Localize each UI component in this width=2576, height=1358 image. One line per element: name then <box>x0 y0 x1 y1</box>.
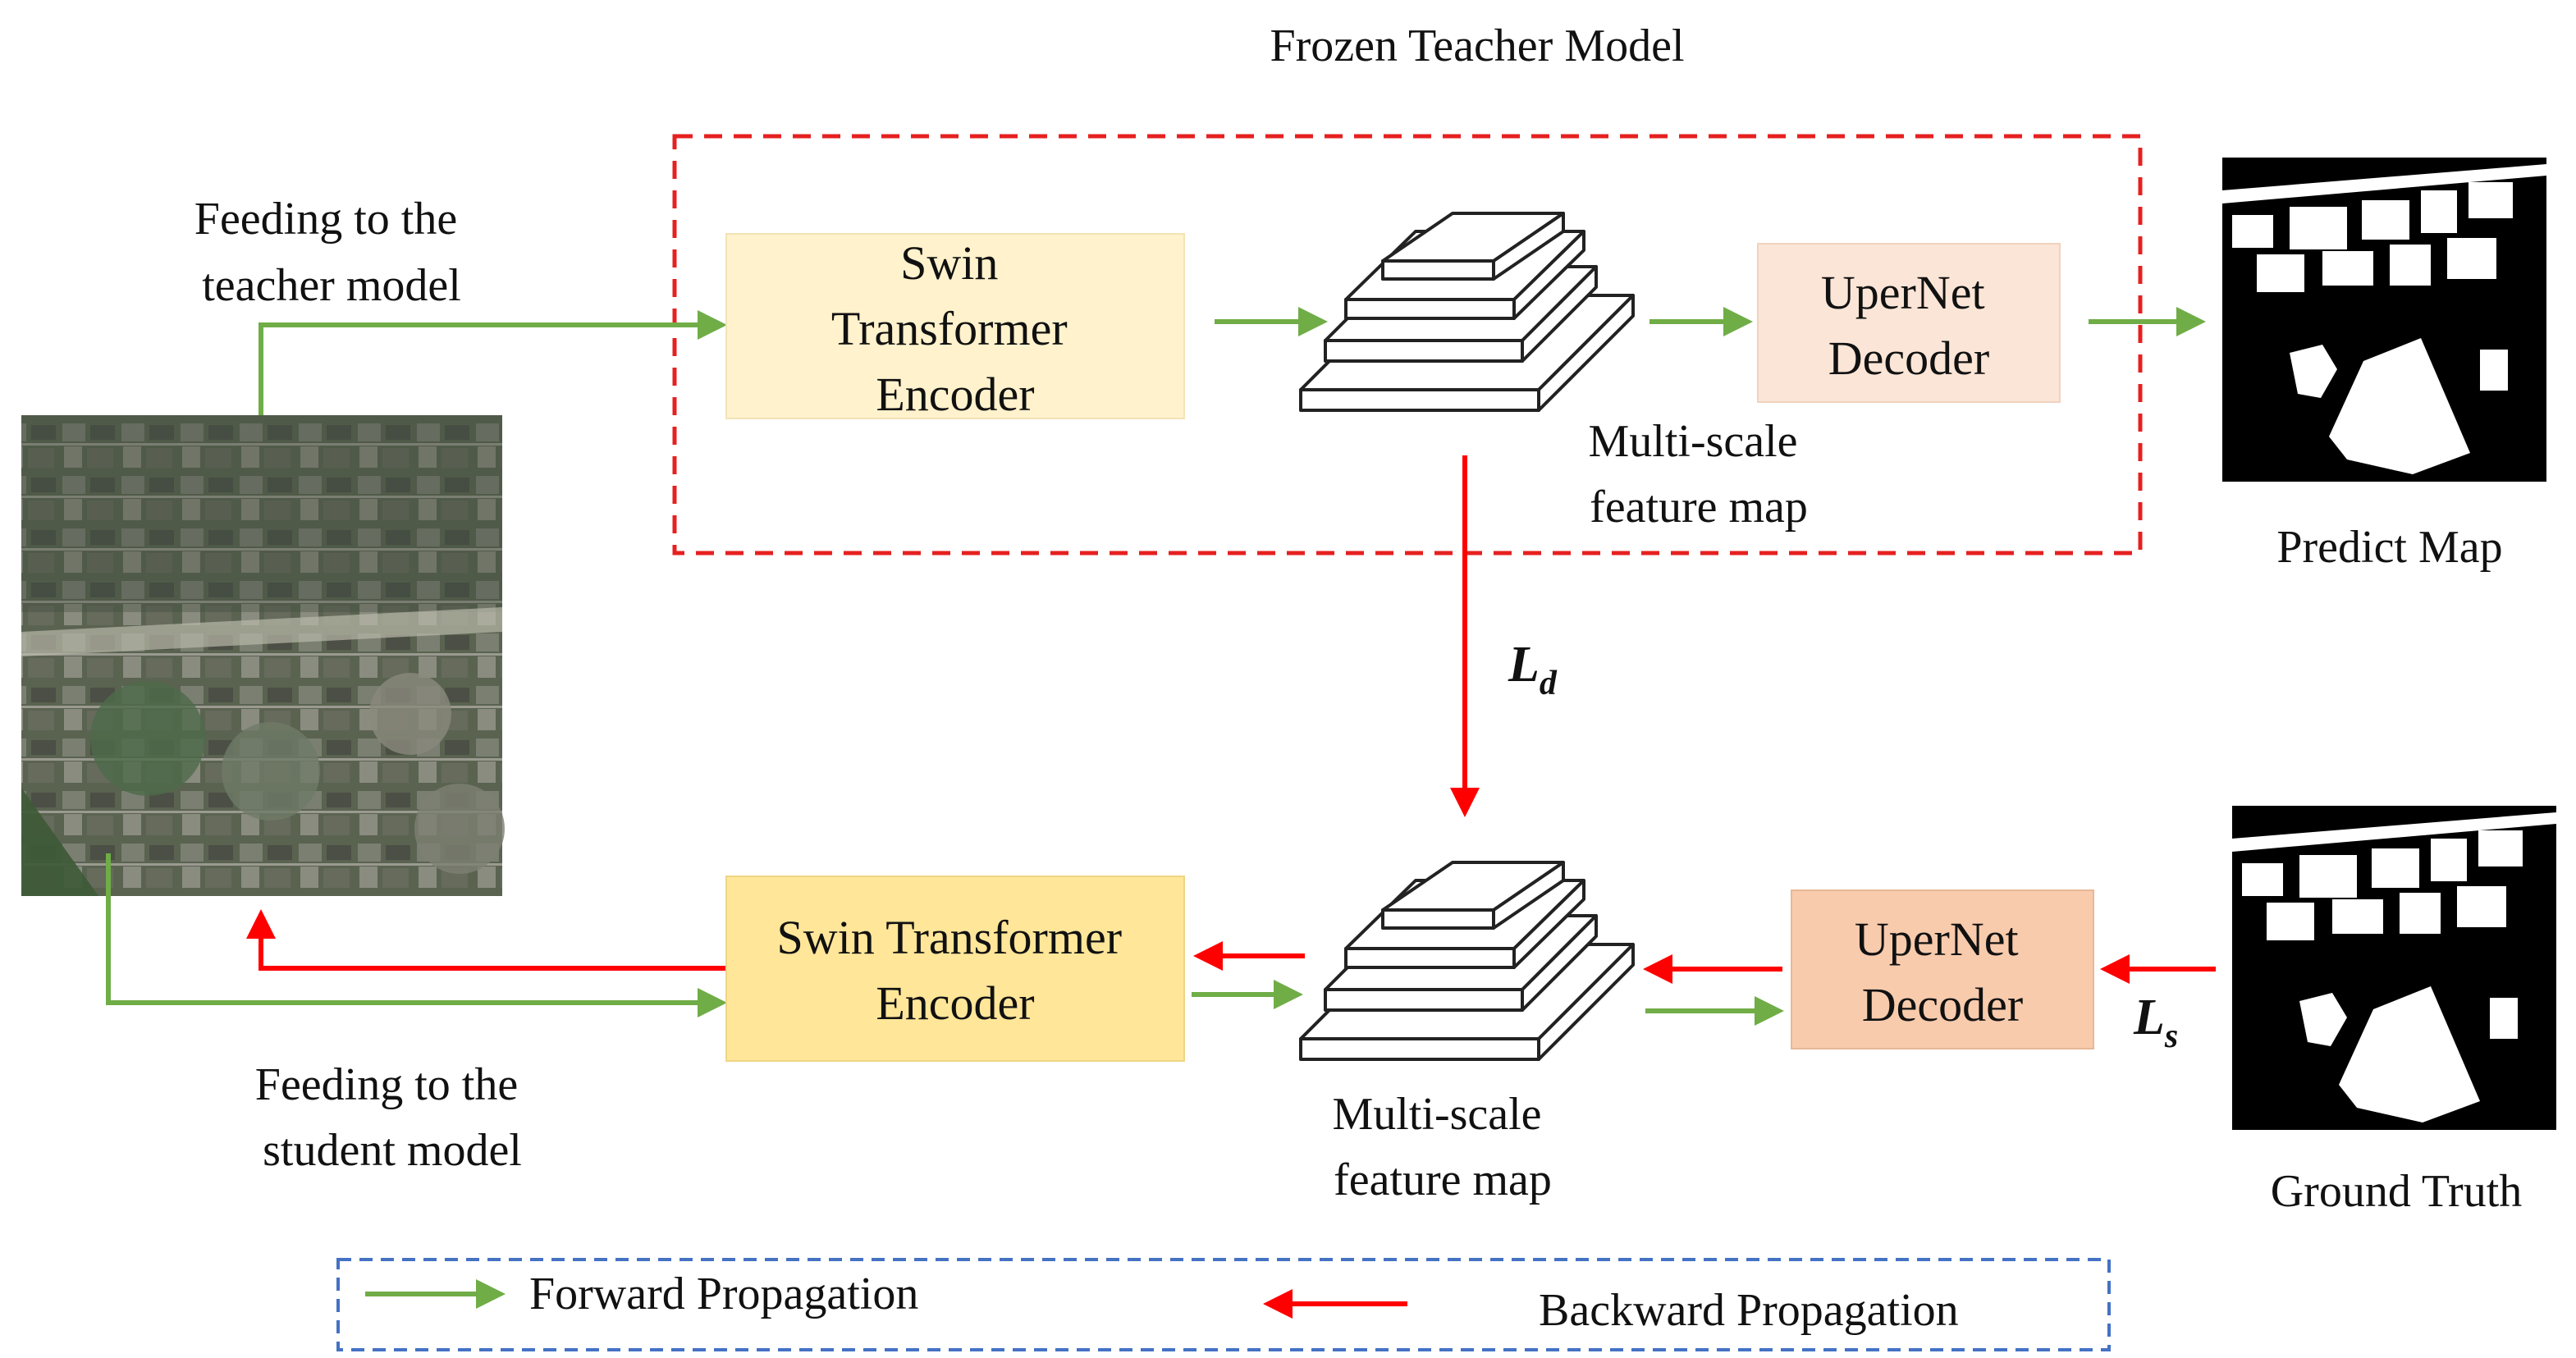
teacher-feed-label: Feeding to the teacher model <box>194 194 469 311</box>
teacher-feed-arrow <box>259 310 727 415</box>
legend-frame <box>336 1258 2111 1351</box>
seg-loss-label: Ls <box>2133 990 2178 1055</box>
legend-forward-label: Forward Propagation <box>529 1269 918 1319</box>
student-feature-label: Multi-scale feature map <box>1332 1089 1553 1205</box>
student-feed-label: Feeding to the student model <box>255 1059 529 1176</box>
distill-loss-label: Ld <box>1508 637 1558 702</box>
binary-mask-icon <box>2232 806 2556 1130</box>
teacher-group-title: Frozen Teacher Model <box>1270 21 1684 71</box>
teacher-encoder-box: Swin Transformer Encoder <box>725 233 1185 421</box>
teacher-feature-label: Multi-scale feature map <box>1588 416 1809 533</box>
svg-text:UperNet Decoder: UperNet Decoder <box>1821 266 1997 385</box>
predict-map-label: Predict Map <box>2276 522 2502 573</box>
layer-stack-icon <box>1299 861 1635 1061</box>
student-feed-arrow <box>106 853 727 1017</box>
ground-truth-label: Ground Truth <box>2271 1166 2523 1217</box>
teacher-group-frame <box>672 134 2143 556</box>
student-encoder-box: Swin Transformer Encoder <box>725 876 1185 1062</box>
aerial-photo-icon <box>21 415 505 896</box>
student-backward-to-input-arrow <box>246 909 726 971</box>
legend: Forward Propagation Backward Propagation <box>336 1258 2111 1351</box>
legend-backward-label: Backward Propagation <box>1539 1285 1959 1336</box>
svg-text:UperNet Decoder: UperNet Decoder <box>1855 912 2030 1031</box>
svg-text:Swin Transformer Encoder: Swin Transformer Encoder <box>776 911 1133 1030</box>
student-decoder-box: UperNet Decoder <box>1791 889 2094 1049</box>
svg-text:Swin Transformer E: Swin Transformer Encoder <box>831 236 1079 421</box>
layer-stack-icon <box>1299 212 1635 412</box>
teacher-decoder-box: UperNet Decoder <box>1757 243 2061 403</box>
binary-mask-icon <box>2222 158 2546 482</box>
